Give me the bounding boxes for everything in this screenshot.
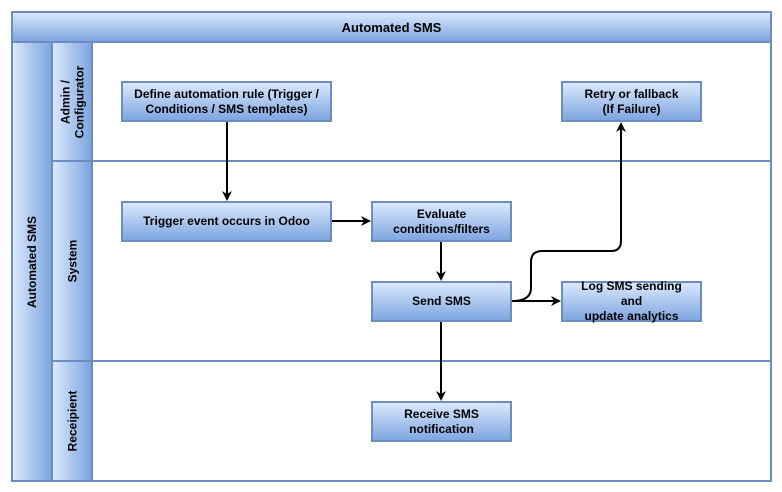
node-evaluate[interactable]: Evaluate conditions/filters [371,201,512,242]
lane-label-admin: Admin / Configurator [58,65,86,138]
pool-side-label-bar: Automated SMS [11,41,53,482]
lane-system [51,160,772,362]
node-receive-sms[interactable]: Receive SMS notification [371,401,512,442]
node-retry-fallback[interactable]: Retry or fallback (If Failure) [561,81,702,122]
node-log-sms[interactable]: Log SMS sending and update analytics [561,279,702,323]
pool-title-bar: Automated SMS [11,11,772,43]
lane-header-system: System [51,160,93,362]
lane-header-admin: Admin / Configurator [51,41,93,162]
node-send-sms[interactable]: Send SMS [371,281,512,322]
lane-label-system: System [65,239,80,283]
pool-title: Automated SMS [341,19,442,35]
lane-header-recipient: Receipient [51,360,93,482]
lane-label-recipient: Receipient [65,390,79,452]
pool-side-label: Automated SMS [25,215,40,308]
node-trigger-event[interactable]: Trigger event occurs in Odoo [121,201,332,242]
node-define-rule[interactable]: Define automation rule (Trigger / Condit… [121,81,332,122]
